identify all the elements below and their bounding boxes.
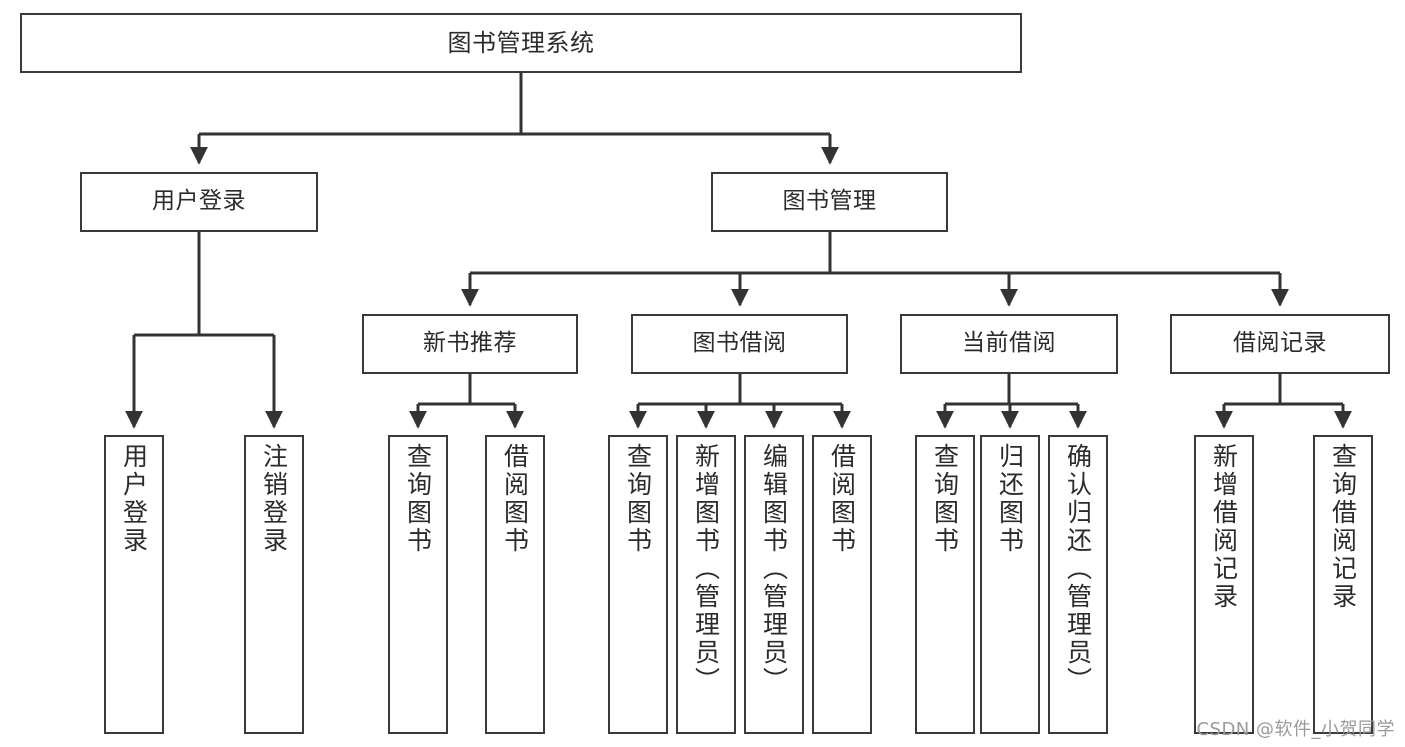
- leaf-recommend-query-book-label: 查询图书: [403, 443, 433, 555]
- leaf-borrow-lend-book-label: 借阅图书: [827, 443, 857, 555]
- node-book-management[interactable]: 图书管理: [711, 172, 948, 232]
- node-new-book-recommend-label: 新书推荐: [423, 330, 517, 357]
- leaf-borrow-add-book-label: 新增图书（管理员）: [691, 443, 721, 695]
- node-new-book-recommend[interactable]: 新书推荐: [362, 314, 578, 374]
- node-current-borrow-label: 当前借阅: [962, 330, 1056, 357]
- node-book-management-label: 图书管理: [782, 188, 877, 215]
- leaf-borrow-query-book[interactable]: 查询图书: [608, 435, 668, 734]
- node-borrow-records[interactable]: 借阅记录: [1170, 314, 1390, 374]
- leaf-user-logout-label: 注销登录: [259, 443, 289, 555]
- leaf-borrow-edit-book-label: 编辑图书（管理员）: [759, 443, 789, 695]
- node-current-borrow[interactable]: 当前借阅: [900, 314, 1118, 374]
- node-user-login[interactable]: 用户登录: [80, 172, 318, 232]
- leaf-user-login-label: 用户登录: [119, 443, 149, 555]
- leaf-current-confirm-return-label: 确认归还（管理员）: [1063, 443, 1093, 695]
- leaf-records-query-record-label: 查询借阅记录: [1328, 443, 1358, 611]
- leaf-records-query-record[interactable]: 查询借阅记录: [1313, 435, 1373, 734]
- leaf-current-confirm-return[interactable]: 确认归还（管理员）: [1048, 435, 1108, 734]
- csdn-watermark: CSDN @软件_小贺同学: [1196, 719, 1395, 740]
- leaf-current-return-book[interactable]: 归还图书: [980, 435, 1040, 734]
- leaf-user-login[interactable]: 用户登录: [104, 435, 164, 734]
- leaf-records-add-record-label: 新增借阅记录: [1209, 443, 1239, 611]
- node-book-borrow[interactable]: 图书借阅: [631, 314, 848, 374]
- node-user-login-label: 用户登录: [152, 188, 246, 215]
- leaf-recommend-borrow-book[interactable]: 借阅图书: [485, 435, 545, 734]
- leaf-current-return-book-label: 归还图书: [995, 443, 1025, 555]
- leaf-records-add-record[interactable]: 新增借阅记录: [1194, 435, 1254, 734]
- leaf-borrow-lend-book[interactable]: 借阅图书: [812, 435, 872, 734]
- leaf-borrow-query-book-label: 查询图书: [623, 443, 653, 555]
- leaf-user-logout[interactable]: 注销登录: [244, 435, 304, 734]
- leaf-borrow-edit-book[interactable]: 编辑图书（管理员）: [744, 435, 804, 734]
- leaf-recommend-query-book[interactable]: 查询图书: [388, 435, 448, 734]
- leaf-borrow-add-book[interactable]: 新增图书（管理员）: [676, 435, 736, 734]
- leaf-current-query-book-label: 查询图书: [930, 443, 960, 555]
- node-root-label: 图书管理系统: [447, 28, 595, 57]
- node-borrow-records-label: 借阅记录: [1233, 330, 1327, 357]
- leaf-recommend-borrow-book-label: 借阅图书: [500, 443, 530, 555]
- leaf-current-query-book[interactable]: 查询图书: [915, 435, 975, 734]
- node-root[interactable]: 图书管理系统: [20, 13, 1022, 73]
- node-book-borrow-label: 图书借阅: [692, 330, 787, 357]
